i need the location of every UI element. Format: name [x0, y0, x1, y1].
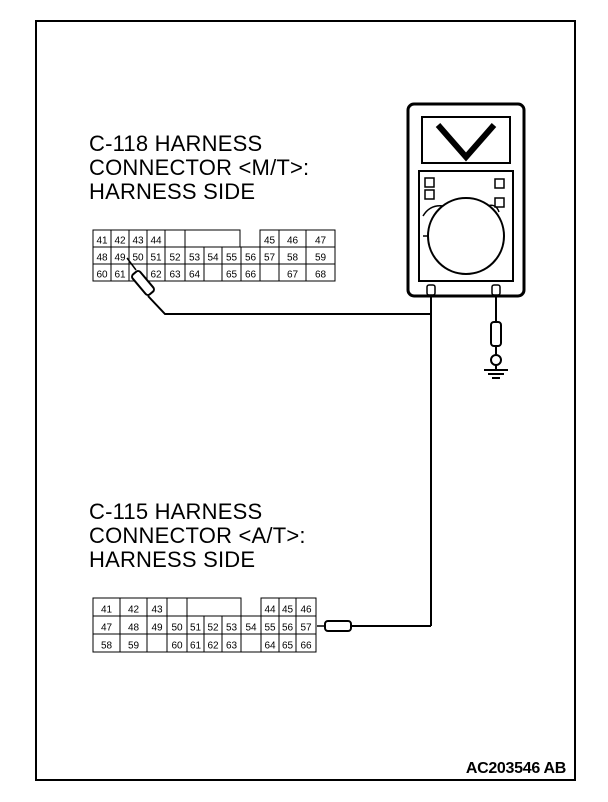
c115-pin-label: 51: [190, 623, 202, 634]
c115-pin-label: 58: [101, 641, 113, 652]
c115-cavity: [186, 597, 242, 617]
c115-pin-label: 50: [171, 623, 183, 634]
c115-pin-label: 57: [300, 623, 312, 634]
c115-probe-icon: [324, 620, 352, 632]
c115-probe: [317, 620, 352, 632]
c118-cavity: [164, 229, 186, 248]
c115-pin-label: 41: [101, 605, 113, 616]
c118-pin-label: 49: [114, 253, 126, 264]
c115-pin-label: 64: [264, 641, 276, 652]
c118-pin-label: 68: [315, 270, 327, 281]
c118-pin-label: 50: [132, 253, 144, 264]
c118-pin-label: 43: [132, 236, 144, 247]
c118-pin-label: 58: [287, 253, 299, 264]
c115-pin-label: 45: [282, 605, 294, 616]
range-mark-icon: [424, 189, 435, 200]
c115-pin-label: 65: [282, 641, 294, 652]
c115-pin-label: 46: [300, 605, 312, 616]
c118-probe-icon: [131, 270, 155, 296]
probe-jack-v-icon: [491, 284, 501, 296]
c115-caption-line-1: C-115 HARNESS: [89, 499, 263, 524]
c118-pin-label: 67: [287, 270, 299, 281]
c115-pin-label: 47: [101, 623, 113, 634]
c118-pin-label: 51: [150, 253, 162, 264]
c118-pin-label: 53: [189, 253, 201, 264]
c118-pin-label: 47: [315, 236, 327, 247]
c118-caption-line-1: C-118 HARNESS: [89, 131, 263, 156]
probe-jack-com-icon: [426, 284, 436, 296]
c118-pin-label: 56: [245, 253, 257, 264]
c118-cavity: [203, 263, 223, 282]
c115-pin-label: 59: [128, 641, 140, 652]
c115-pin-label: 53: [226, 623, 238, 634]
c115-pin-label: 54: [245, 623, 257, 634]
c118-pin-label: 44: [150, 236, 162, 247]
c118-pin-label: 66: [245, 270, 257, 281]
c115-pin-label: 63: [226, 641, 238, 652]
diagram-frame: [35, 20, 576, 781]
volt-symbol-icon: [435, 123, 497, 162]
ground-clip-icon: [490, 354, 502, 366]
c118-cavity: [305, 263, 336, 282]
c115-pin-label: 44: [264, 605, 276, 616]
c115-caption-line-3: HARNESS SIDE: [89, 547, 256, 572]
c118-pin-label: 62: [150, 270, 162, 281]
c118-pin-label: 55: [226, 253, 238, 264]
c115-cavity: [240, 633, 262, 653]
c118-pin-label: 63: [169, 270, 181, 281]
c118-pin-label: 64: [189, 270, 201, 281]
c115-pin-label: 49: [151, 623, 163, 634]
c118-pin-label: 48: [96, 253, 108, 264]
c115-pin-label: 43: [151, 605, 163, 616]
c115-pin-label: 66: [300, 641, 312, 652]
c115-pin-label: 60: [171, 641, 183, 652]
range-mark-icon: [424, 177, 435, 188]
c115-pin-label: 62: [207, 641, 219, 652]
range-mark-icon: [494, 197, 505, 208]
c118-cavity: [184, 229, 241, 248]
c115-connector-face: 41 42 43 44 45 46 47 48 49 50 51 52 53 54 55 56 57 58 59 60…: [92, 597, 317, 653]
c118-pin-label: 59: [315, 253, 327, 264]
c118-connector-face: 41 42 43 44 45 46 47 48 49 50 51 52 53 54 55 56 57 58 59 60…: [92, 229, 336, 282]
c118-caption-line-2: CONNECTOR <M/T>:: [89, 155, 310, 180]
c115-pin-label: 61: [190, 641, 202, 652]
c118-pin-label: 41: [96, 236, 108, 247]
c118-pin-label: 46: [287, 236, 299, 247]
multimeter: [406, 102, 526, 298]
c118-pin-label: 52: [169, 253, 181, 264]
c115-cavity: [166, 597, 188, 617]
c115-pin-label: 52: [207, 623, 219, 634]
c118-pin-label: 54: [207, 253, 219, 264]
c118-probe: [126, 257, 155, 296]
c118-pin-label: 60: [96, 270, 108, 281]
c115-pin-label: 55: [264, 623, 276, 634]
c118-caption: C-118 HARNESS CONNECTOR <M/T>: HARNESS S…: [89, 132, 309, 204]
c118-pin-label: 45: [264, 236, 276, 247]
c118-pin-label: 42: [114, 236, 126, 247]
ground-lead: [484, 295, 508, 379]
c118-caption-line-3: HARNESS SIDE: [89, 179, 256, 204]
c118-cavity: [259, 263, 280, 282]
c115-pin-label: 56: [282, 623, 294, 634]
range-mark-icon: [494, 178, 505, 189]
c115-pin-label: 48: [128, 623, 140, 634]
test-lead-wire: [147, 295, 432, 627]
c118-pin-label: 57: [264, 253, 276, 264]
c115-cavity: [146, 633, 168, 653]
figure-id: AC203546 AB: [465, 760, 566, 777]
c115-pin-label: 42: [128, 605, 140, 616]
ground-probe-icon: [490, 321, 502, 347]
selector-dial-icon: [427, 197, 505, 275]
c115-cavity: [295, 633, 317, 653]
c118-pin-label: 61: [114, 270, 126, 281]
c115-caption-line-2: CONNECTOR <A/T>:: [89, 523, 306, 548]
c115-caption: C-115 HARNESS CONNECTOR <A/T>: HARNESS S…: [89, 500, 306, 572]
c118-pin-label: 65: [226, 270, 238, 281]
